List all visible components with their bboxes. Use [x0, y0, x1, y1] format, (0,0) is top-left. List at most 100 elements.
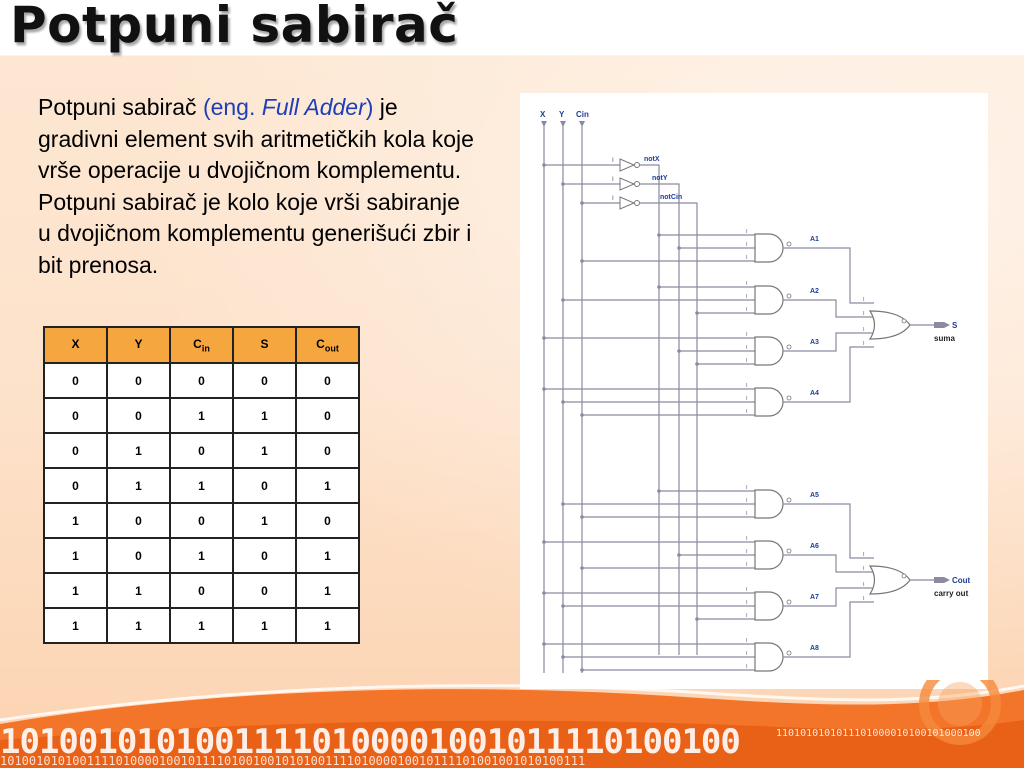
- not-gate: [619, 196, 636, 210]
- not-label-notcin: notCin: [660, 194, 682, 201]
- or-input-wire: [783, 299, 874, 318]
- output-marker: [786, 344, 792, 350]
- table-cell: 0: [232, 467, 297, 504]
- table-cell: 0: [106, 362, 171, 399]
- or-gate: [868, 310, 911, 340]
- and-input-tag: I: [746, 600, 748, 606]
- table-cell: 0: [232, 572, 297, 609]
- table-cell: 0: [169, 572, 234, 609]
- input-arrow: [541, 121, 547, 127]
- and-gate: [754, 336, 784, 366]
- description-part2: je gradivni element svih aritmetičkih ko…: [38, 94, 474, 278]
- page-title: Potpuni sabirač: [10, 0, 459, 54]
- header-s: S: [232, 326, 297, 364]
- table-cell: 0: [169, 362, 234, 399]
- table-cell: 1: [295, 467, 360, 504]
- table-cell: 0: [232, 537, 297, 574]
- output-marker: [786, 395, 792, 401]
- table-cell: 0: [169, 432, 234, 469]
- or-input-wire: [783, 587, 874, 607]
- or-input-wire: [783, 554, 874, 573]
- output-desc-s: suma: [934, 334, 955, 343]
- table-cell: 0: [43, 467, 108, 504]
- table-cell: 1: [232, 502, 297, 539]
- table-cell: 1: [43, 607, 108, 644]
- table-cell: 0: [43, 397, 108, 434]
- not-gate: [619, 158, 636, 172]
- and-label-a7: A7: [810, 594, 819, 601]
- and-input-tag: I: [746, 358, 748, 364]
- and-input-tag: I: [746, 562, 748, 568]
- not-output-bus: [640, 183, 680, 655]
- output-marker: [786, 241, 792, 247]
- and-label-a6: A6: [810, 543, 819, 550]
- and-input-tag: I: [746, 409, 748, 415]
- output-marker: [786, 497, 792, 503]
- binary-decor-large: 10100101010011110100001001011110100100: [0, 722, 741, 762]
- output-marker: [786, 548, 792, 554]
- and-input-tag: I: [746, 229, 748, 235]
- and-label-a1: A1: [810, 236, 819, 243]
- not-label-noty: notY: [652, 175, 668, 182]
- and-input-tag: I: [746, 613, 748, 619]
- table-cell: 1: [295, 537, 360, 574]
- and-gate: [754, 387, 784, 417]
- not-gate: [619, 177, 636, 191]
- table-cell: 0: [295, 397, 360, 434]
- truth-table-header-row: X Y Cin S Cout: [43, 326, 360, 364]
- table-cell: 1: [295, 607, 360, 644]
- table-cell: 0: [106, 537, 171, 574]
- and-input-tag: I: [746, 242, 748, 248]
- and-input-tag: I: [746, 255, 748, 261]
- table-cell: 1: [106, 607, 171, 644]
- and-input-tag: I: [746, 332, 748, 338]
- header-x: X: [43, 326, 108, 364]
- or-input-tag: I: [863, 311, 865, 317]
- table-cell: 1: [232, 432, 297, 469]
- output-marker: [901, 318, 907, 324]
- not-input-tag: I: [612, 158, 614, 164]
- not-input-tag: I: [612, 177, 614, 183]
- table-cell: 1: [169, 397, 234, 434]
- table-cell: 1: [106, 432, 171, 469]
- not-bubble: [634, 162, 640, 168]
- table-cell: 0: [106, 397, 171, 434]
- output-label-cout: Cout: [952, 576, 971, 585]
- output-marker: [786, 293, 792, 299]
- and-gate: [754, 642, 784, 672]
- and-input-tag: I: [746, 587, 748, 593]
- or-input-tag: I: [863, 327, 865, 333]
- output-marker: [901, 573, 907, 579]
- table-cell: 1: [43, 572, 108, 609]
- output-pin: [934, 322, 950, 328]
- or-input-tag: I: [863, 552, 865, 558]
- or-input-tag: I: [863, 596, 865, 602]
- and-gate: [754, 540, 784, 570]
- eng-note: (eng. Full Adder): [203, 94, 373, 120]
- eng-open: (eng.: [202, 94, 262, 120]
- table-cell: 0: [43, 362, 108, 399]
- table-cell: 1: [169, 607, 234, 644]
- and-gate: [754, 285, 784, 315]
- and-input-tag: I: [746, 307, 748, 313]
- and-gate: [754, 489, 784, 519]
- not-label-notx: notX: [644, 156, 660, 163]
- binary-decor-bottom: 1010010101001111010000100101111010010010…: [0, 754, 586, 768]
- or-input-wire: [783, 346, 874, 403]
- and-input-tag: I: [746, 396, 748, 402]
- and-label-a4: A4: [810, 390, 819, 397]
- or-input-wire: [783, 601, 874, 658]
- table-cell: 1: [106, 572, 171, 609]
- input-label-y: Y: [559, 110, 565, 119]
- and-input-tag: I: [746, 498, 748, 504]
- input-arrow: [560, 121, 566, 127]
- description-paragraph: Potpuni sabirač (eng. Full Adder) je gra…: [38, 92, 478, 281]
- or-gate: [868, 565, 911, 595]
